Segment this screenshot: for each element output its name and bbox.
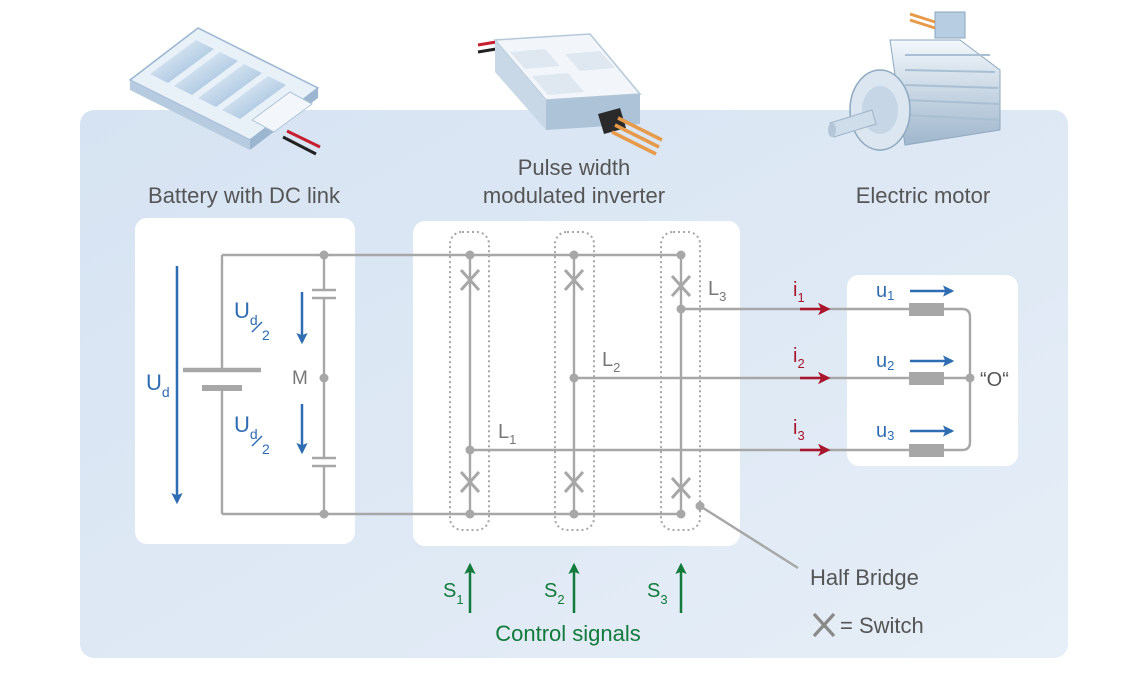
l1-label: L1 [498, 421, 516, 447]
u2-label: u2 [876, 350, 894, 373]
ud2-denominator-bottom: 2 [262, 441, 270, 457]
motor-windings [909, 303, 975, 457]
motor-icon [828, 11, 1001, 151]
ud2-fraction-bottom [251, 435, 263, 447]
i3-label: i3 [793, 417, 805, 443]
half-bridge-label: Half Bridge [810, 565, 919, 590]
ud2-label-bottom: Ud [234, 412, 258, 442]
s2-label: S2 [544, 580, 565, 607]
inverter-box [413, 221, 740, 546]
u3-label: u3 [876, 420, 894, 443]
s3-label: S3 [647, 580, 668, 607]
l3-label: L3 [708, 278, 726, 304]
i1-label: i1 [793, 279, 805, 305]
motor-box [847, 275, 1018, 466]
switch-legend-label: = Switch [840, 613, 924, 638]
half-bridge-outline-3 [660, 231, 701, 531]
i2-label: i2 [793, 345, 805, 371]
battery-icon [128, 27, 321, 156]
ud2-label-top: Ud [234, 298, 258, 328]
u1-label: u1 [876, 280, 894, 303]
l2-label: L2 [602, 349, 620, 375]
battery-label: Battery with DC link [148, 183, 341, 208]
half-bridge-outline-1 [449, 231, 490, 531]
switch-legend-icon [812, 612, 836, 638]
control-signals-label: Control signals [495, 621, 641, 646]
midpoint-label: M [292, 368, 308, 389]
inverter-icon [477, 33, 663, 156]
motor-label: Electric motor [856, 183, 990, 208]
battery-circuit [183, 250, 680, 519]
ud-label: Ud [146, 370, 170, 400]
battery-box [135, 218, 355, 544]
inverter-label-line2: modulated inverter [483, 183, 665, 208]
ud2-denominator-top: 2 [262, 327, 270, 343]
s1-label: S1 [443, 580, 464, 607]
neutral-label: “O“ [980, 369, 1009, 391]
inverter-label-line1: Pulse width [518, 155, 631, 180]
half-bridge-outline-2 [554, 231, 595, 531]
ud2-fraction-top [251, 321, 263, 333]
switch-icon [459, 268, 692, 500]
